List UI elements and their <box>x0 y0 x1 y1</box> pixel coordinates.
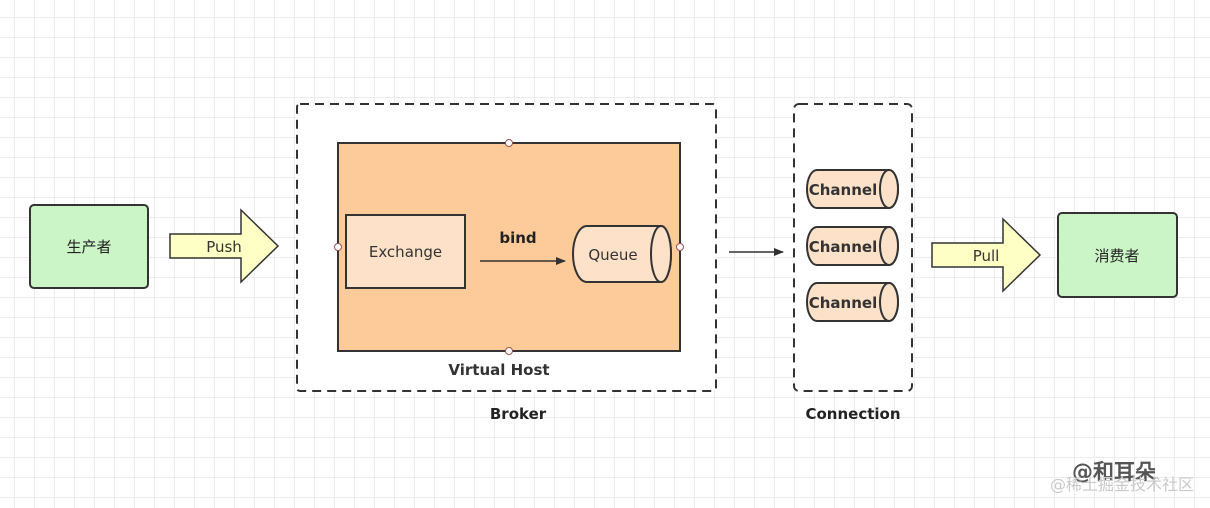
producer-node: 生产者 <box>29 204 149 289</box>
channel-label: Channel <box>809 294 877 312</box>
pull-label: Pull <box>973 247 1000 265</box>
broker-label: Broker <box>490 405 547 423</box>
watermark-author: @和耳朵 <box>1072 460 1156 484</box>
push-arrow: Push <box>169 208 280 284</box>
pull-arrow: Pull <box>931 217 1042 293</box>
channel-node: Channel <box>806 169 899 209</box>
connection-point-top <box>505 139 513 147</box>
push-label: Push <box>206 238 242 256</box>
consumer-node: 消费者 <box>1057 212 1178 298</box>
virtual-host-label: Virtual Host <box>448 361 549 379</box>
bind-arrow: bind <box>480 229 566 265</box>
consumer-label: 消费者 <box>1094 247 1139 265</box>
channel-node: Channel <box>806 226 899 266</box>
exchange-node: Exchange <box>345 214 466 289</box>
bind-label: bind <box>499 229 536 247</box>
producer-label: 生产者 <box>66 238 111 256</box>
connection-point-right <box>676 243 684 251</box>
connection-label: Connection <box>805 405 900 423</box>
channel-label: Channel <box>809 181 877 199</box>
exchange-label: Exchange <box>369 243 442 261</box>
channel-label: Channel <box>809 238 877 256</box>
queue-node: Queue <box>572 225 672 283</box>
watermark-site: @稀土掘金技术社区 <box>1049 475 1194 494</box>
connection-point-bottom <box>505 347 513 355</box>
connection-point-left <box>334 243 342 251</box>
channel-node: Channel <box>806 282 899 322</box>
queue-label: Queue <box>588 246 637 264</box>
